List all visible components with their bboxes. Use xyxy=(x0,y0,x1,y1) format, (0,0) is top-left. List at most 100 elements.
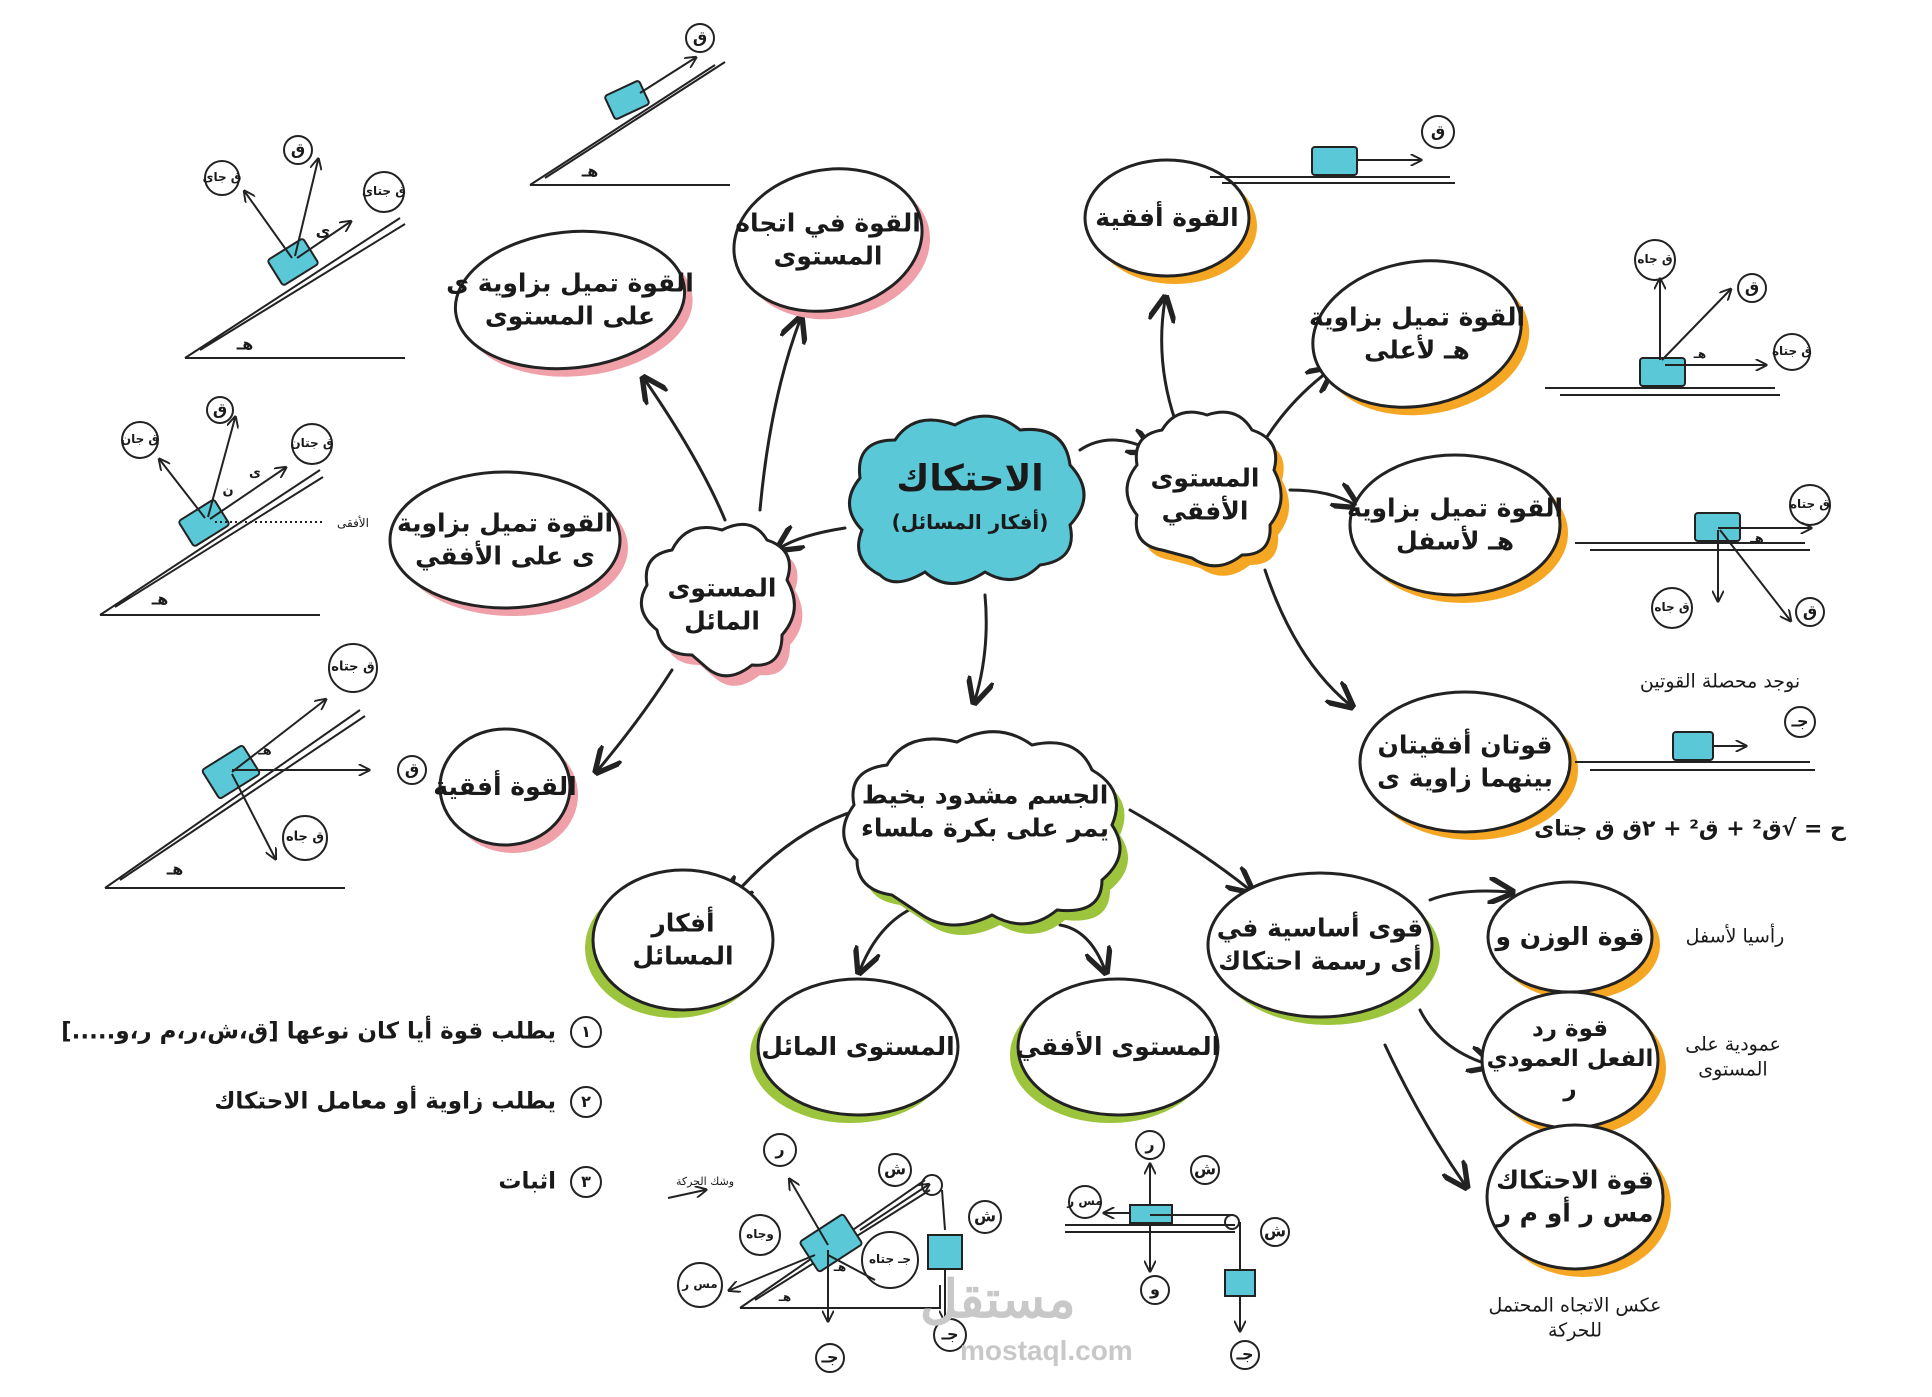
center-subtitle: (أفكار المسائل) xyxy=(891,510,1049,534)
list-text: يطلب قوة أيا كان نوعها [ق،ش،ر،م ر،و.....… xyxy=(61,1018,556,1045)
horizontal-hub-cloud xyxy=(1125,410,1290,576)
list-text: اثبات xyxy=(498,1168,556,1195)
label-r: ر xyxy=(1145,1134,1155,1154)
label-qjah: ق جاه xyxy=(1654,600,1690,615)
inclined-hub-label: المستوى المائل xyxy=(667,573,777,636)
label-horizontal: الأفقى xyxy=(337,516,369,531)
label-h: هـ xyxy=(1750,531,1764,547)
horizontal-node-angle-down: القوة تميل بزاوية هـ لأسفل xyxy=(1346,493,1564,556)
diagram-horizontal-angle-down xyxy=(1575,484,1831,629)
label-qjah: ق جاه xyxy=(1637,252,1673,267)
label-q: ق xyxy=(212,399,228,419)
inclined-node-ellipses xyxy=(388,167,931,853)
weight-note: رأسيا لأسفل xyxy=(1685,925,1785,948)
diagram-pulley-inclined xyxy=(667,1133,1002,1373)
label-sh: ش xyxy=(883,1159,907,1179)
label-jjtah: جـ جتاه xyxy=(868,1252,912,1267)
label-sh: ش xyxy=(1193,1159,1217,1179)
label-qjah: ق جاه xyxy=(285,829,325,845)
label-q: ق xyxy=(404,759,420,779)
label-sh: ش xyxy=(1263,1221,1287,1241)
label-n: ن xyxy=(222,483,234,499)
ideas-list-item: ٢ يطلب زاوية أو معامل الاحتكاك xyxy=(214,1086,602,1118)
label-qjay: ق جاى xyxy=(202,170,242,185)
label-h: هـ xyxy=(151,589,169,609)
label-q: ق xyxy=(692,27,708,47)
label-msr: مس ر xyxy=(1067,1194,1103,1209)
diagram-inclined-horizontal-force xyxy=(104,643,427,889)
label-qjtah: ق جتاه xyxy=(1789,497,1831,512)
label-q: ق xyxy=(1802,601,1818,621)
label-h: هـ xyxy=(778,1290,792,1305)
label-q: ق xyxy=(1744,277,1760,297)
diagram-two-forces xyxy=(1575,706,1816,771)
ideas-node: أفكار المسائل xyxy=(632,908,734,971)
label-qjn: ق جان xyxy=(120,432,160,447)
normal-note: عمودية على المستوى xyxy=(1685,1033,1781,1080)
label-sh: ش xyxy=(973,1206,997,1226)
list-number: ٢ xyxy=(570,1086,602,1118)
horizontal-node-horizontal-force: القوة أفقية xyxy=(1095,202,1239,232)
label-q: ق xyxy=(1430,121,1446,141)
pulley-node-ellipses xyxy=(585,868,1440,1123)
diagram-inclined-force-along xyxy=(529,23,730,186)
pulley-hub-label: الجسم مشدود بخيط يمر على بكرة ملساء xyxy=(861,780,1109,843)
label-wjah: وجاه xyxy=(746,1227,774,1242)
label-motion: وشك الحركة xyxy=(675,1174,735,1188)
ideas-list-item: ٣ اثبات xyxy=(498,1166,602,1198)
label-qjtn: ق جتان xyxy=(290,436,334,451)
watermark-latin: mostaql.com xyxy=(960,1335,1133,1366)
label-msr: مس ر xyxy=(682,1277,718,1292)
label-y: ى xyxy=(315,221,331,241)
resultant-note: نوجد محصلة القوتين xyxy=(1639,670,1801,693)
pulley-hub-cloud xyxy=(842,730,1128,935)
label-j: جـ xyxy=(941,1324,959,1344)
watermark-arabic: مستقل xyxy=(920,1271,1076,1329)
list-text: يطلب زاوية أو معامل الاحتكاك xyxy=(214,1088,556,1115)
label-qjtay: ق جتاى xyxy=(362,184,406,199)
horizontal-node-two-forces: قوتان أفقيتان بينهما زاوية ى xyxy=(1377,730,1553,793)
horizontal-node-ellipses xyxy=(1083,158,1578,840)
friction-force-node: قوة الاحتكاك مس ر أو م ر xyxy=(1496,1165,1654,1228)
diagram-pulley-horizontal xyxy=(1065,1130,1290,1370)
horizontal-hub-label: المستوى الأفقي xyxy=(1150,463,1260,526)
basic-forces-node: قوى أساسية في أى رسمة احتكاك xyxy=(1216,913,1424,976)
weight-force-node: قوة الوزن و xyxy=(1495,921,1645,951)
label-j: جـ xyxy=(1791,711,1809,731)
list-number: ١ xyxy=(570,1016,602,1048)
label-h: هـ xyxy=(833,1260,847,1275)
label-h: هـ xyxy=(1693,347,1707,362)
label-j: جـ xyxy=(1236,1344,1254,1364)
diagram-horizontal-angle-up xyxy=(1545,239,1811,396)
diagram-inclined-angle-plane xyxy=(184,135,406,359)
pulley-inclined-node: المستوى المائل xyxy=(761,1031,955,1061)
force-node-ellipses xyxy=(1480,880,1671,1277)
label-qjtah: ق جتاه xyxy=(331,659,375,675)
resultant-formula: ح = √ق² + ق² + ٢ق ق جتاى xyxy=(1534,816,1846,842)
inclined-node-horizontal-force: القوة أفقية xyxy=(433,771,577,801)
inclined-node-angle-horizontal: القوة تميل بزاوية ى على الأفقي xyxy=(396,508,614,571)
ideas-list-item: ١ يطلب قوة أيا كان نوعها [ق،ش،ر،م ر،و....… xyxy=(61,1016,602,1048)
label-j: جـ xyxy=(821,1347,839,1367)
label-h: هـ xyxy=(236,334,254,354)
horizontal-node-angle-up: القوة تميل بزاوية هـ لأعلى xyxy=(1308,302,1526,365)
label-h: هـ xyxy=(581,161,599,181)
label-r: ر xyxy=(775,1139,785,1159)
diagram-inclined-angle-horizontal xyxy=(99,396,333,616)
label-w: و xyxy=(1150,1279,1160,1299)
label-h: هـ xyxy=(258,743,272,759)
label-qjtah: ق جتاه xyxy=(1771,344,1813,359)
label-y: ى xyxy=(249,465,261,481)
inclined-hub-cloud xyxy=(639,522,803,686)
center-title: الاحتكاك xyxy=(896,458,1044,500)
label-q: ق xyxy=(290,139,306,159)
inclined-node-along-plane: القوة في اتجاه المستوى xyxy=(735,208,921,271)
label-h: هـ xyxy=(166,859,184,879)
friction-note: عكس الاتجاه المحتمل للحركة xyxy=(1488,1294,1662,1341)
inclined-node-angle-plane: القوة تميل بزاوية ى على المستوى xyxy=(446,268,694,331)
list-number: ٣ xyxy=(570,1166,602,1198)
connector-arrows xyxy=(598,300,1510,1185)
pulley-horizontal-node: المستوى الأفقي xyxy=(1015,1031,1221,1061)
center-cloud xyxy=(848,414,1086,585)
